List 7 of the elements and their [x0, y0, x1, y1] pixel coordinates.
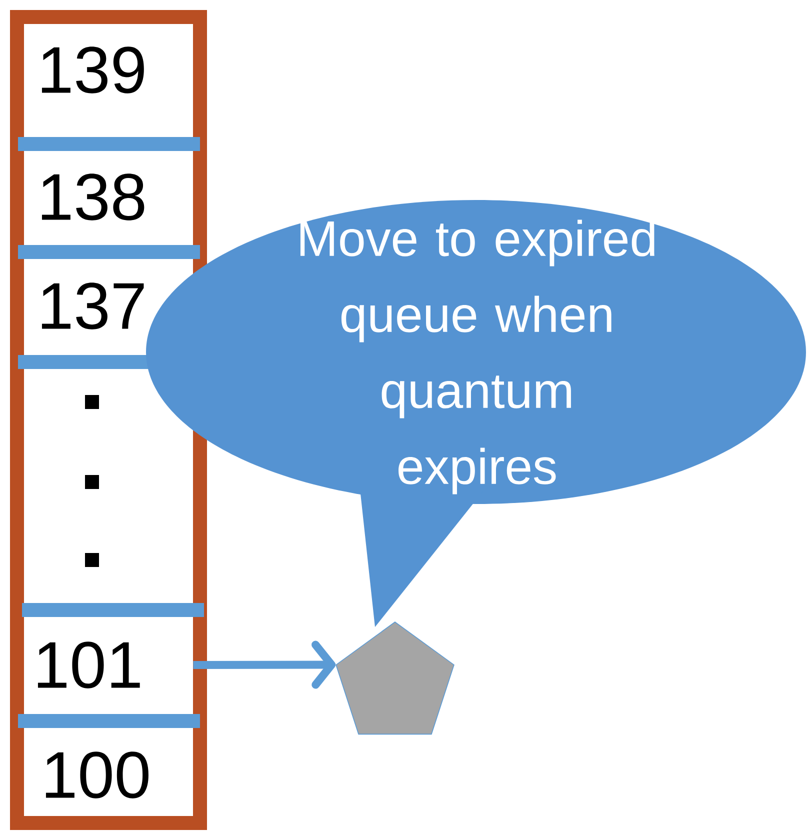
arrow: [193, 640, 336, 689]
queue-cell: 100: [46, 752, 148, 798]
queue-cell: 138: [42, 174, 144, 220]
queue-cell: 139: [42, 46, 144, 94]
queue-cell: 137: [42, 282, 144, 330]
queue-cell: 101: [38, 642, 140, 688]
pentagon: [336, 622, 454, 735]
